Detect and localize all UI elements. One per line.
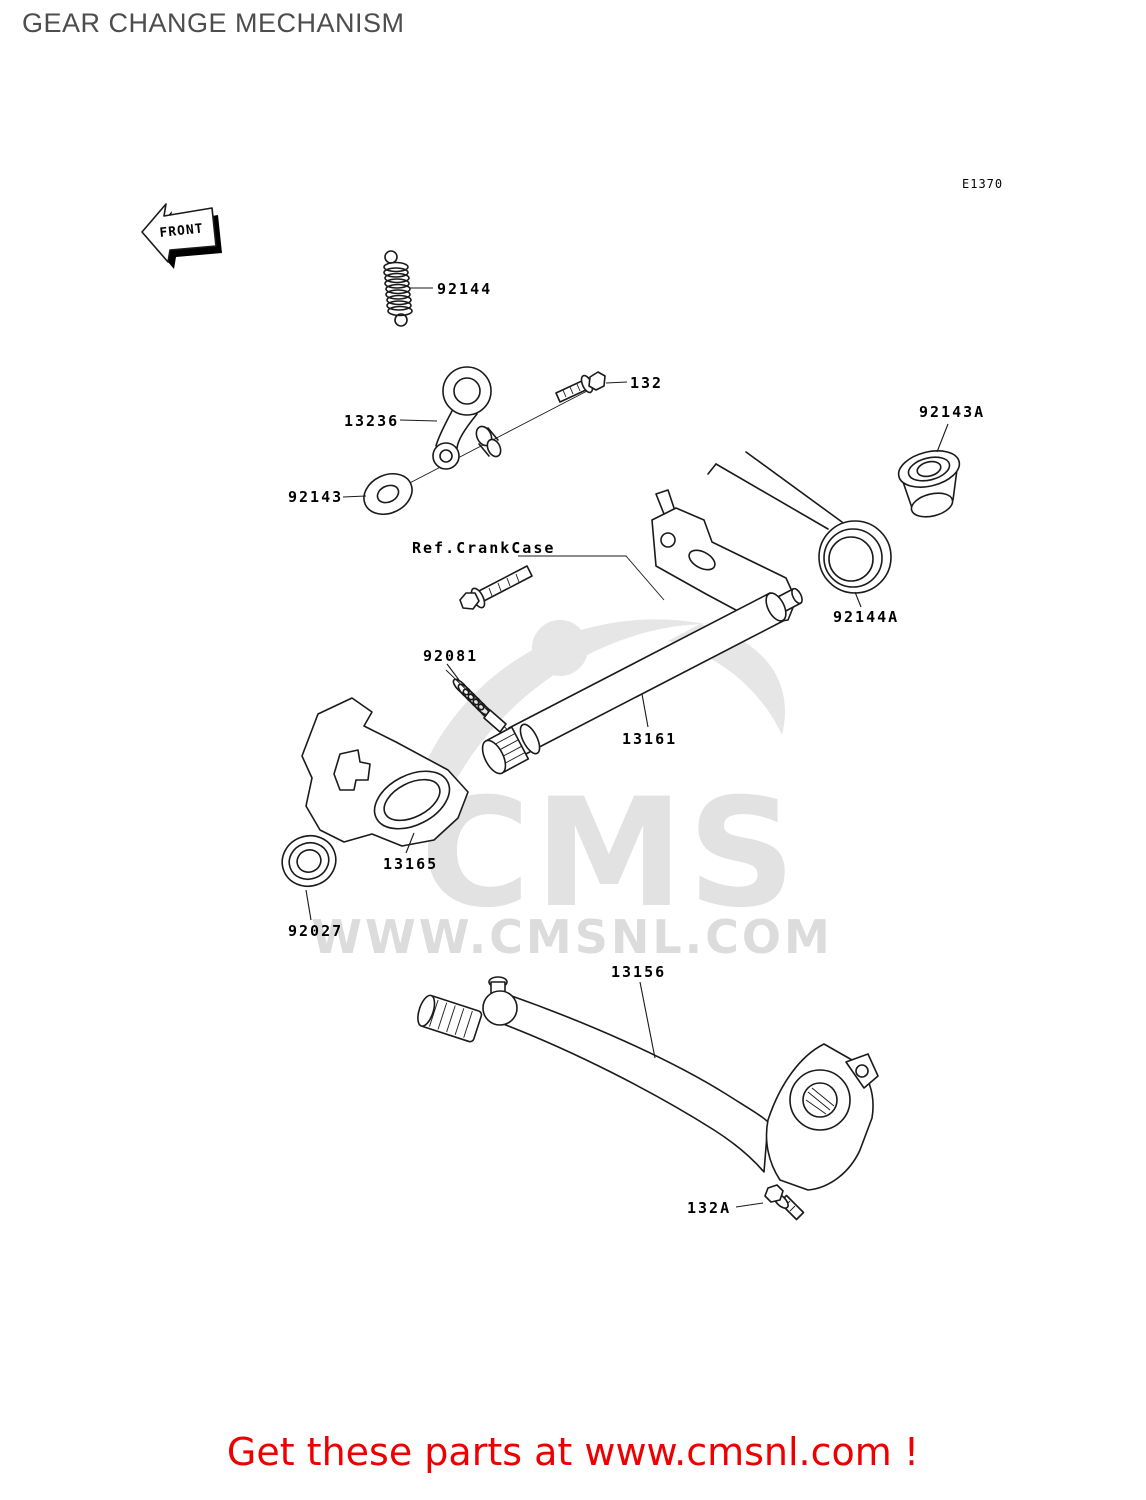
crankcase-screw-drawing <box>459 565 533 610</box>
positioning-plate-drawing <box>301 697 469 847</box>
part-label-92144: 92144 <box>437 280 492 298</box>
watermark-site-text: WWW.CMSNL.COM <box>311 910 833 964</box>
detent-spring-drawing <box>452 678 507 733</box>
oil-seal-drawing <box>281 834 337 888</box>
return-spring-drawing <box>383 250 413 327</box>
watermark-wing-right <box>668 624 785 735</box>
part-label-92143A: 92143A <box>919 403 985 421</box>
page-title: GEAR CHANGE MECHANISM <box>22 8 405 38</box>
washer-drawing <box>363 472 413 516</box>
part-labels: 92144 132 13236 92143 92143A Ref.CrankCa… <box>288 280 985 1217</box>
bolt-132-drawing <box>555 371 606 403</box>
shift-arm-drawing <box>432 366 502 470</box>
part-label-132A: 132A <box>687 1199 731 1217</box>
front-arrow: FRONT <box>141 203 222 269</box>
part-label-92027: 92027 <box>288 922 343 940</box>
pedal-drawing <box>417 976 879 1191</box>
shift-shaft-drawing <box>481 489 803 775</box>
cms-watermark: CMS WWW.CMSNL.COM <box>311 619 833 964</box>
part-label-13156: 13156 <box>611 963 666 981</box>
watermark-brand-text: CMS <box>420 767 799 941</box>
part-label-92081: 92081 <box>423 647 478 665</box>
pedal-bolt-drawing <box>764 1184 805 1221</box>
part-label-13165: 13165 <box>383 855 438 873</box>
torsion-spring-drawing <box>707 451 892 594</box>
front-arrow-label: FRONT <box>159 221 204 241</box>
part-label-13236: 13236 <box>344 412 399 430</box>
footer-promo-text: Get these parts at www.cmsnl.com ! <box>226 1430 920 1474</box>
part-label-92144A: 92144A <box>833 608 899 626</box>
watermark-mascot-head <box>532 620 588 676</box>
diagram-code: E1370 <box>962 177 1003 191</box>
leader-lines <box>305 287 949 1208</box>
front-arrow-body <box>141 203 217 263</box>
ref-crankcase-label: Ref.CrankCase <box>412 539 555 557</box>
part-label-13161: 13161 <box>622 730 677 748</box>
part-label-92143: 92143 <box>288 488 343 506</box>
part-label-132: 132 <box>630 374 663 392</box>
bushing-drawing <box>897 450 961 518</box>
